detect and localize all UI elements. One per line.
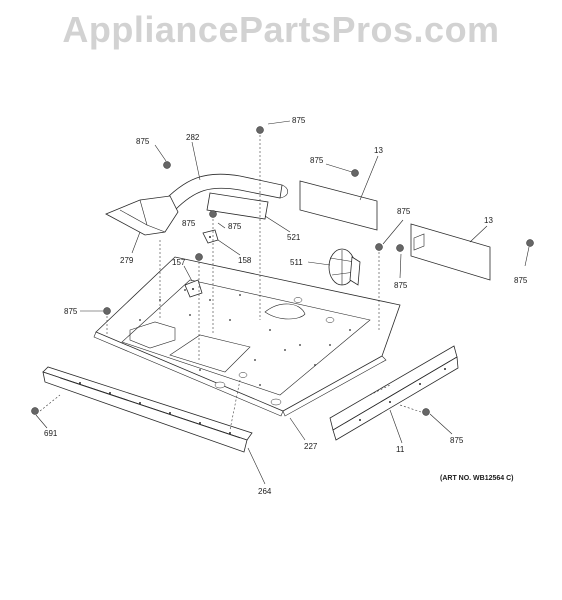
plate-part — [206, 192, 269, 220]
callout-label: 13 — [374, 146, 383, 155]
callout-label: 875 — [397, 207, 411, 216]
callout-label: 875 — [450, 436, 464, 445]
screw-icon — [31, 407, 39, 415]
watermark-text: AppliancePartsPros.com — [62, 9, 500, 50]
front-trim-part — [42, 366, 253, 453]
callout-label: 875 — [64, 307, 78, 316]
screw-icon — [256, 126, 264, 134]
callout-label: 157 — [172, 258, 186, 267]
callout-label: 279 — [120, 256, 134, 265]
callout-label: 13 — [484, 216, 493, 225]
callout-label: 691 — [44, 429, 58, 438]
screw-icon — [396, 244, 404, 252]
screw-icon — [351, 169, 359, 177]
rear-trim-part — [329, 345, 459, 441]
leader-lines — [35, 120, 530, 485]
back-panel-left-part — [299, 180, 378, 231]
callout-label: 511 — [290, 258, 303, 267]
art-number: (ART NO. WB12564 C) — [440, 475, 514, 482]
bracket-158-part — [202, 229, 219, 244]
screw-icon — [422, 408, 430, 416]
callout-label: 875 — [228, 222, 242, 231]
callout-label: 264 — [258, 487, 272, 496]
callout-label: 11 — [396, 445, 405, 454]
callout-label: 875 — [136, 137, 150, 146]
screw-icon — [195, 253, 203, 261]
screw-icon — [375, 243, 383, 251]
screw-icon — [163, 161, 171, 169]
duct-part — [159, 173, 289, 211]
callout-label: 875 — [310, 156, 324, 165]
alignment-lines — [39, 135, 422, 431]
callout-label: 875 — [514, 276, 528, 285]
callout-label: 227 — [304, 442, 318, 451]
callout-label: 875 — [394, 281, 408, 290]
back-panel-right-part — [410, 223, 491, 281]
callout-label: 158 — [238, 256, 252, 265]
callout-label: 875 — [182, 219, 196, 228]
bracket-157-part — [184, 279, 203, 298]
convection-fan-part — [328, 248, 361, 286]
callout-label: 875 — [292, 116, 306, 125]
screw-icon — [103, 307, 111, 315]
screw-icon — [526, 239, 534, 247]
burner-box-part — [105, 195, 179, 236]
callout-label: 282 — [186, 133, 200, 142]
callout-label: 521 — [287, 233, 301, 242]
screw-icon — [209, 210, 217, 218]
oven-floor-part — [93, 256, 401, 417]
